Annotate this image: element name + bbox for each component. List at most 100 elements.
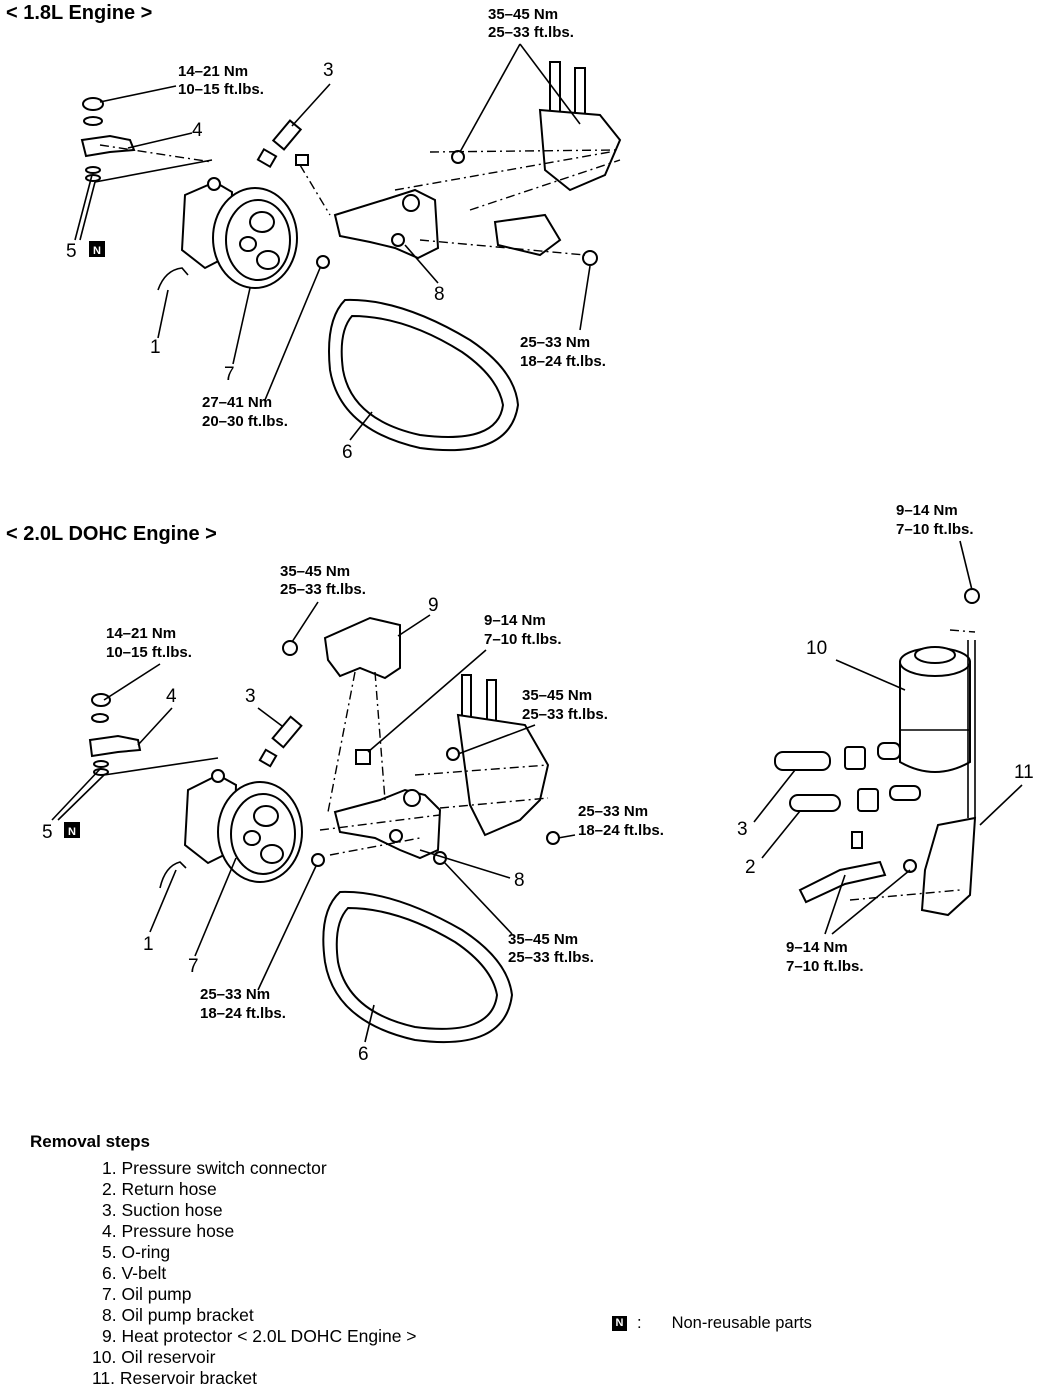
- torque-2-0l-small-bolt-ftlb: 7–10 ft.lbs.: [484, 631, 562, 648]
- bolt-reservoir-pipe: [851, 831, 863, 849]
- removal-steps-list: 1. Pressure switch connector 2. Return h…: [30, 1158, 417, 1389]
- callout-2-0l-4: 4: [166, 686, 177, 707]
- callout-1-8l-4: 4: [192, 120, 203, 141]
- callout-2-0l-9: 9: [428, 595, 439, 616]
- torque-2-0l-pump-bolt-ftlb: 18–24 ft.lbs.: [200, 1005, 286, 1022]
- torque-2-0l-small-bolt-nm: 9–14 Nm: [484, 612, 546, 629]
- clamp-reservoir-b: [857, 788, 879, 812]
- nonreusable-mark: N: [93, 245, 101, 257]
- callout-2-0l-3: 3: [245, 686, 256, 707]
- callout-1-8l-5: 5: [66, 241, 77, 262]
- bolt-1-8l-lower: [582, 250, 598, 266]
- oil-pump-2-0l: [183, 769, 303, 883]
- callout-1-8l-8: 8: [434, 284, 445, 305]
- removal-step: 3. Suction hose: [102, 1200, 223, 1220]
- torque-2-0l-lower-bolt-nm: 35–45 Nm: [508, 931, 578, 948]
- torque-reservoir-bracket-ftlb: 7–10 ft.lbs.: [786, 958, 864, 975]
- suction-hose-reservoir: [774, 751, 831, 771]
- torque-2-0l-hose-nut-ftlb: 10–15 ft.lbs.: [106, 644, 192, 661]
- callout-1-8l-6: 6: [342, 442, 353, 463]
- bolt-1-8l-upper: [295, 154, 309, 166]
- removal-step: 2. Return hose: [102, 1179, 217, 1199]
- torque-1-8l-hose-nut-nm: 14–21 Nm: [178, 63, 248, 80]
- torque-2-0l-side-bolt-ftlb: 18–24 ft.lbs.: [578, 822, 664, 839]
- oil-pump-1-8l: [180, 177, 298, 289]
- bolt-2-0l-pump: [311, 853, 325, 867]
- callout-1-8l-3: 3: [323, 60, 334, 81]
- torque-2-0l-side-bolt-nm: 25–33 Nm: [578, 803, 648, 820]
- hose-clamp-2-0l: [258, 748, 278, 768]
- callout-10: 10: [806, 638, 827, 659]
- torque-reservoir-bracket-nm: 9–14 Nm: [786, 939, 848, 956]
- callout-reservoir-2: 2: [745, 857, 756, 878]
- nonreusable-icon: [89, 241, 105, 257]
- removal-step: 5. O-ring: [102, 1242, 171, 1262]
- torque-1-8l-lower-bolt-nm: 25–33 Nm: [520, 334, 590, 351]
- bolt-reservoir-top: [964, 588, 980, 604]
- section-title-1-8l: < 1.8L Engine >: [6, 2, 152, 24]
- bolt-2-0l-bracket: [446, 747, 460, 761]
- nonreusable-mark-2: N: [68, 826, 76, 838]
- callout-2-0l-7: 7: [188, 956, 199, 977]
- torque-reservoir-top-ftlb: 7–10 ft.lbs.: [896, 521, 974, 538]
- removal-steps: Removal steps 1. Pressure switch connect…: [30, 1132, 417, 1389]
- o-ring-1-8l: [82, 97, 104, 182]
- torque-2-0l-hose-nut-nm: 14–21 Nm: [106, 625, 176, 642]
- exploded-view-diagram: < 1.8L Engine > 35–45 Nm 25–33 ft.lbs. 1…: [6, 2, 1034, 1065]
- removal-step: 9. Heat protector < 2.0L DOHC Engine >: [102, 1326, 417, 1346]
- heat-protector: [282, 616, 401, 680]
- bolt-reservoir-bracket: [903, 859, 917, 873]
- bolt-1-8l-pump: [316, 255, 330, 269]
- torque-2-0l-lower-bolt-ftlb: 25–33 ft.lbs.: [508, 949, 594, 966]
- callout-1-8l-1: 1: [150, 337, 161, 358]
- torque-1-8l-bracket-bolt-ftlb: 25–33 ft.lbs.: [488, 24, 574, 41]
- torque-1-8l-bracket-bolt-nm: 35–45 Nm: [488, 6, 558, 23]
- suction-hose-1-8l: [271, 119, 303, 151]
- oil-reservoir: [877, 646, 971, 801]
- o-ring-2-0l: [91, 693, 111, 776]
- hose-clamp-1-8l: [256, 147, 278, 169]
- removal-step: 10. Oil reservoir: [92, 1347, 216, 1367]
- nonreusable-legend: N : Non-reusable parts: [612, 1314, 812, 1333]
- torque-1-8l-pump-bolt-nm: 27–41 Nm: [202, 394, 272, 411]
- removal-step: 8. Oil pump bracket: [102, 1305, 254, 1325]
- reservoir-bracket: [920, 640, 977, 917]
- callout-2-0l-6: 6: [358, 1044, 369, 1065]
- torque-2-0l-pump-bolt-nm: 25–33 Nm: [200, 986, 270, 1003]
- pressure-switch-connector-2-0l: [159, 861, 187, 889]
- torque-1-8l-lower-bolt-ftlb: 18–24 ft.lbs.: [520, 353, 606, 370]
- bolt-2-0l-small: [355, 749, 371, 765]
- torque-1-8l-pump-bolt-ftlb: 20–30 ft.lbs.: [202, 413, 288, 430]
- torque-2-0l-protector-bolt-nm: 35–45 Nm: [280, 563, 350, 580]
- removal-step: 1. Pressure switch connector: [102, 1158, 327, 1178]
- section-title-2-0l: < 2.0L DOHC Engine >: [6, 523, 217, 545]
- torque-2-0l-bracket-bolt-nm: 35–45 Nm: [522, 687, 592, 704]
- torque-2-0l-bracket-bolt-ftlb: 25–33 ft.lbs.: [522, 706, 608, 723]
- callout-2-0l-8: 8: [514, 870, 525, 891]
- callout-1-8l-7: 7: [224, 364, 235, 385]
- torque-reservoir-top-nm: 9–14 Nm: [896, 502, 958, 519]
- bolt-2-0l-side: [546, 831, 560, 845]
- legend-separator: :: [637, 1314, 642, 1332]
- legend-label: Non-reusable parts: [671, 1314, 812, 1332]
- torque-1-8l-hose-nut-ftlb: 10–15 ft.lbs.: [178, 81, 264, 98]
- engine-mount-bracket-1-8l: [493, 61, 622, 257]
- torque-2-0l-protector-bolt-ftlb: 25–33 ft.lbs.: [280, 581, 366, 598]
- callout-11: 11: [1014, 762, 1034, 783]
- removal-step: 6. V-belt: [102, 1263, 167, 1283]
- suction-hose-2-0l: [271, 715, 303, 749]
- pressure-switch-connector-1-8l: [157, 267, 189, 291]
- removal-step: 4. Pressure hose: [102, 1221, 235, 1241]
- oil-pump-bracket-2-0l: [333, 788, 442, 860]
- bolt-1-8l-bracket: [451, 150, 465, 164]
- oil-pump-bracket-1-8l: [333, 188, 440, 260]
- pressure-hose-2-0l: [88, 734, 142, 758]
- callout-2-0l-1: 1: [143, 934, 154, 955]
- removal-step: 7. Oil pump: [102, 1284, 192, 1304]
- callout-2-0l-5: 5: [42, 822, 53, 843]
- removal-step: 11. Reservoir bracket: [92, 1368, 258, 1388]
- removal-steps-title: Removal steps: [30, 1132, 150, 1151]
- clamp-reservoir-a: [844, 746, 866, 770]
- callout-reservoir-3: 3: [737, 819, 748, 840]
- nonreusable-legend-icon: N: [612, 1316, 627, 1331]
